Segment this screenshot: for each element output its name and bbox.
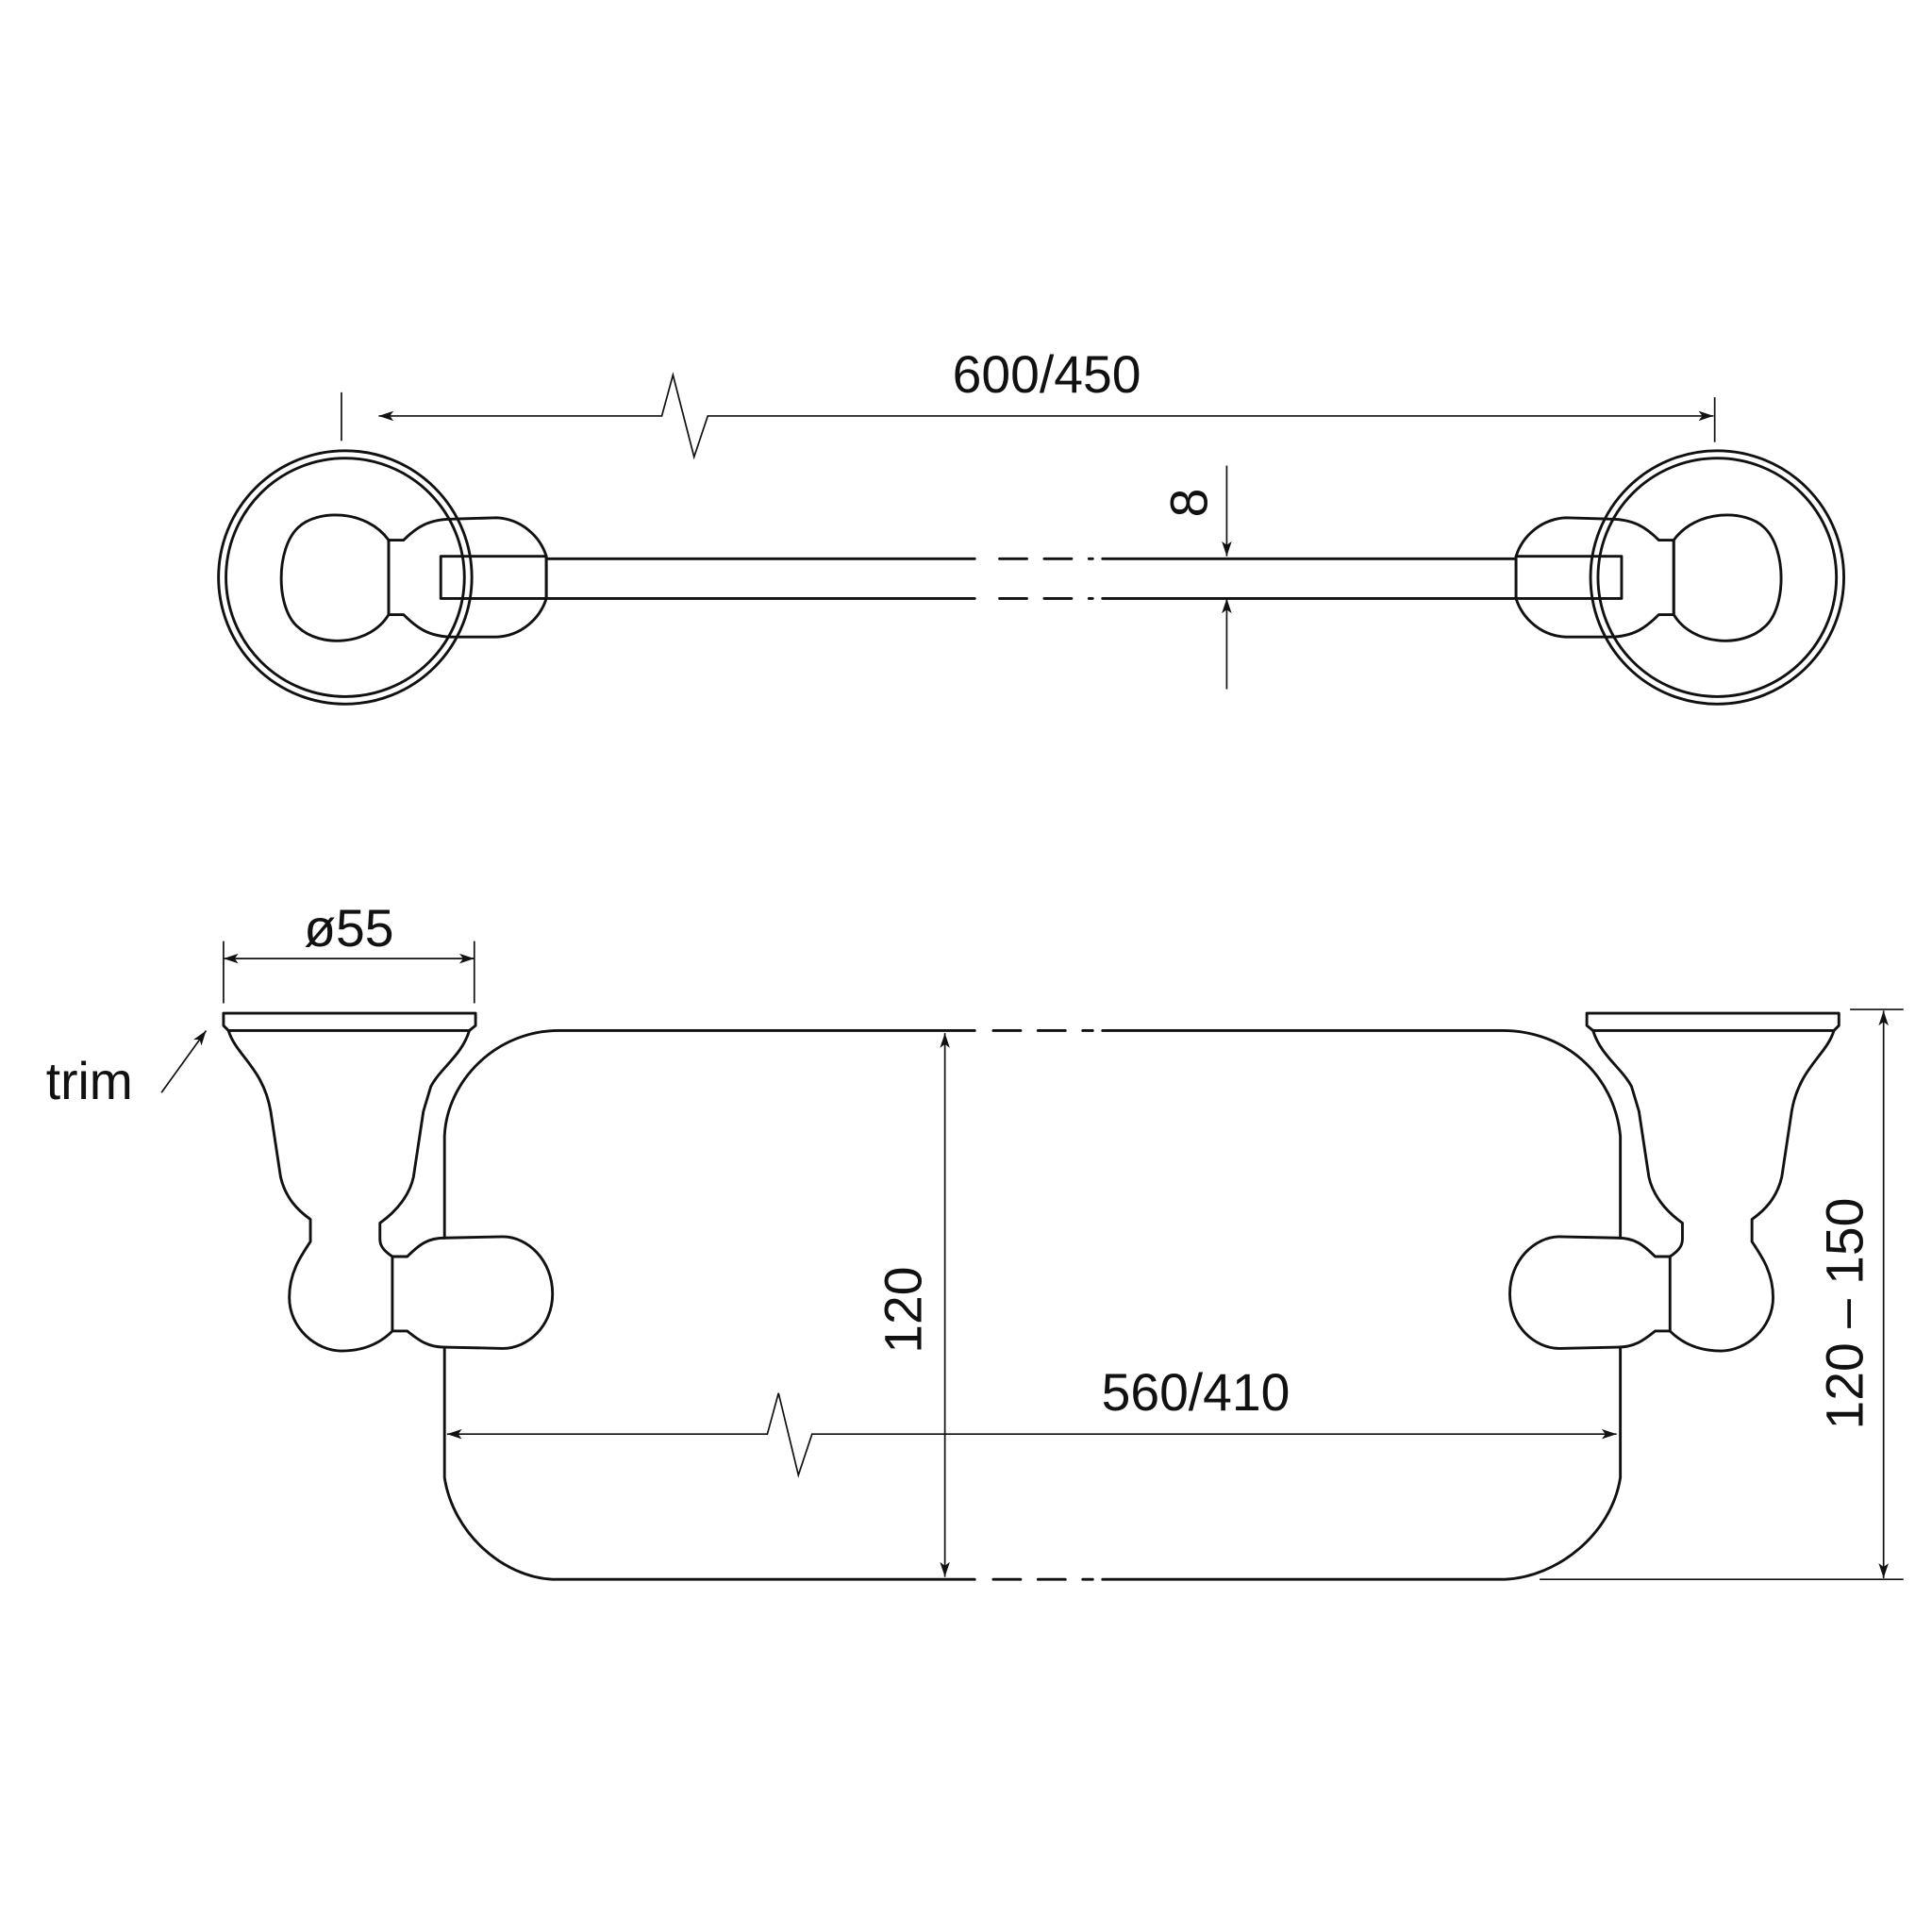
overall-length-dimension: [378, 372, 1714, 460]
bar-break-dashes-top: [998, 557, 1094, 600]
extension-lines: [341, 391, 1716, 442]
trim-label: trim: [46, 1052, 133, 1110]
base-diameter-label: ø55: [304, 899, 393, 958]
bar-height-label: 120: [874, 1266, 933, 1353]
left-bracket-front: [222, 1011, 555, 1353]
right-wall-mount-top: [1514, 449, 1845, 706]
top-view: 600/450 8: [217, 345, 1845, 706]
bar-thickness-label: 8: [1159, 489, 1218, 518]
inner-length-label: 560/410: [1102, 1363, 1291, 1422]
left-wall-mount-top: [217, 449, 548, 706]
overall-length-label: 600/450: [953, 345, 1141, 404]
bar-break-dashes-front: [991, 1028, 1094, 1581]
front-view: ø55 trim 120 560/410 120 – 150: [46, 899, 1904, 1581]
right-bracket-front: [1508, 1011, 1840, 1353]
towel-bar-top: [544, 557, 1518, 600]
towel-bar-frame: [442, 1028, 1623, 1581]
base-extension-lines: [223, 941, 475, 1004]
projection-extension-lines: [1540, 1008, 1904, 1581]
projection-label: 120 – 150: [1815, 1198, 1874, 1430]
trim-leader-arrow: [160, 1029, 208, 1093]
inner-length-dimension: [446, 1392, 1617, 1478]
